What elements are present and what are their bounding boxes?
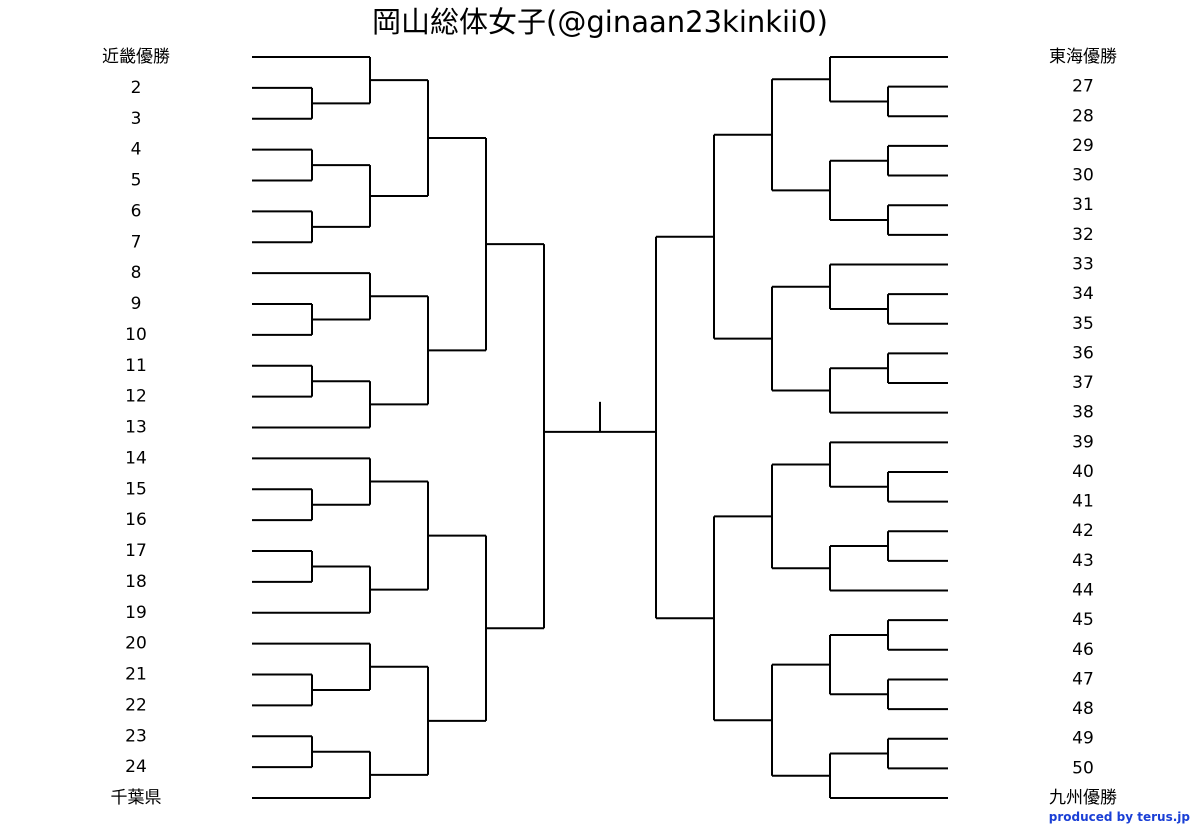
entry-label: 27	[1072, 77, 1094, 97]
entry-label: 38	[1072, 403, 1094, 423]
entry-label: 40	[1072, 462, 1094, 482]
entry-label: 49	[1072, 729, 1094, 749]
entry-label: 42	[1072, 521, 1094, 541]
entry-label: 12	[125, 387, 147, 407]
entry-label: 19	[125, 603, 147, 623]
entry-label: 4	[131, 140, 142, 160]
entry-label: 15	[125, 479, 147, 499]
entry-label: 9	[131, 294, 142, 314]
entry-label: 2	[131, 78, 142, 98]
final-connection	[543, 401, 657, 437]
entry-label: 41	[1072, 492, 1094, 512]
entry-label: 48	[1072, 699, 1094, 719]
entry-label: 37	[1072, 373, 1094, 393]
entry-label: 20	[125, 634, 147, 654]
entry-label: 21	[125, 665, 147, 685]
entry-label: 34	[1072, 284, 1094, 304]
entry-label: 6	[131, 201, 142, 221]
entry-label: 千葉県	[111, 788, 162, 808]
entry-label: 東海優勝	[1049, 47, 1117, 67]
entry-label: 23	[125, 726, 147, 746]
entry-label: 36	[1072, 343, 1094, 363]
entry-label: 九州優勝	[1049, 788, 1117, 808]
entry-label: 50	[1072, 758, 1094, 778]
entry-label: 22	[125, 695, 147, 715]
entry-label: 31	[1072, 195, 1094, 215]
entry-label: 近畿優勝	[102, 47, 170, 67]
left-entry-labels: 近畿優勝234567891011121314151617181920212223…	[102, 47, 170, 808]
entry-label: 47	[1072, 669, 1094, 689]
entry-label: 35	[1072, 314, 1094, 334]
entry-label: 44	[1072, 581, 1094, 601]
right-entry-labels: 東海優勝 27 28 29 30 31 32 33 34 35 36 37 38 39 40 41 42 43 44…	[1049, 47, 1117, 808]
credit-link[interactable]: produced by terus.jp	[1048, 810, 1190, 824]
entry-label: 30	[1072, 166, 1094, 186]
entry-label: 5	[131, 171, 142, 191]
entry-label: 8	[131, 263, 142, 283]
page-title: 岡山総体女子(@ginaan23kinkii0)	[372, 5, 828, 39]
entry-label: 16	[125, 510, 147, 530]
entry-label: 32	[1072, 225, 1094, 245]
entry-label: 45	[1072, 610, 1094, 630]
entry-label: 11	[125, 356, 147, 376]
entry-label: 17	[125, 541, 147, 561]
entry-label: 18	[125, 572, 147, 592]
entry-label: 43	[1072, 551, 1094, 571]
entry-label: 13	[125, 418, 147, 438]
entry-label: 39	[1072, 432, 1094, 452]
entry-label: 28	[1072, 106, 1094, 126]
left-bracket-lines	[252, 56, 545, 799]
entry-label: 46	[1072, 640, 1094, 660]
entry-label: 10	[125, 325, 147, 345]
entry-label: 24	[125, 757, 147, 777]
entry-label: 29	[1072, 136, 1094, 156]
entry-label: 33	[1072, 254, 1094, 274]
right-bracket-lines	[655, 56, 948, 799]
entry-label: 7	[131, 232, 142, 252]
entry-label: 3	[131, 109, 142, 129]
entry-label: 14	[125, 448, 147, 468]
